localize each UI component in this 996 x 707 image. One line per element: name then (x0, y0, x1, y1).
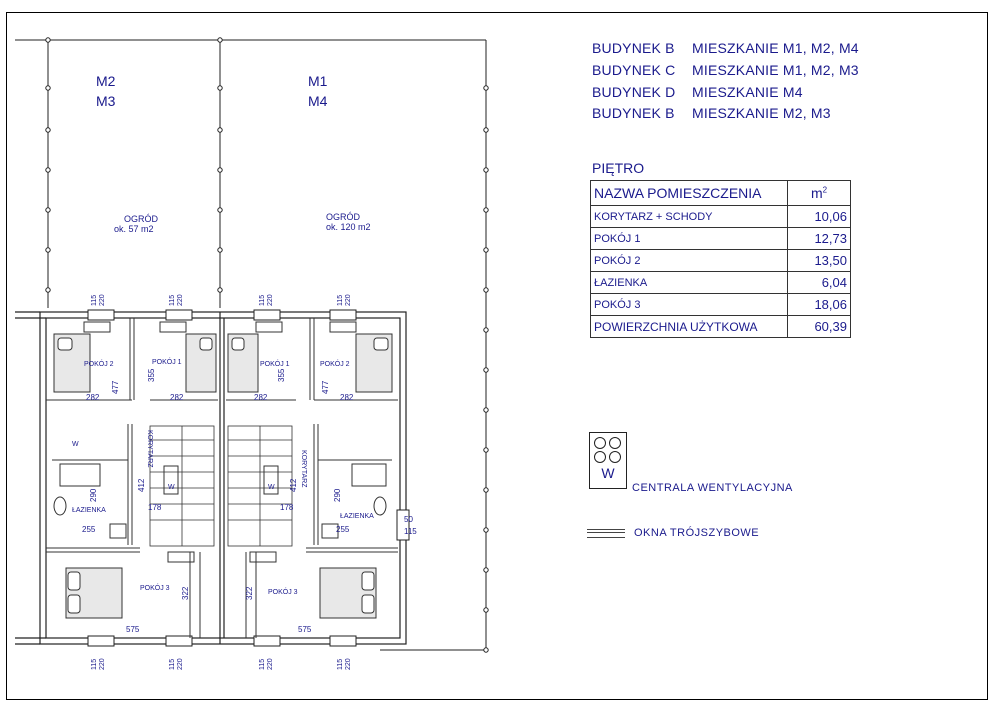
dimension-label: 178 (148, 503, 162, 512)
pillows (57, 337, 389, 614)
table-row: POKÓJ 3 18,06 (590, 293, 851, 316)
room-label: POKÓJ 1 (260, 359, 290, 368)
window-dim: 115 (337, 659, 344, 670)
fence-posts (45, 37, 489, 653)
drawing-frame (6, 12, 988, 700)
triple-window-icon (587, 529, 625, 538)
garden-area: ok. 120 m2 (326, 222, 371, 232)
window-dim: 220 (99, 294, 106, 306)
dimension-label: 282 (254, 393, 268, 402)
facade-windows (87, 309, 410, 647)
beds (53, 333, 393, 619)
floor-label: PIĘTRO (592, 160, 645, 176)
room-label: W (72, 441, 79, 448)
room-label: W (168, 484, 175, 491)
apartment-label: M4 (308, 93, 328, 109)
dimension-label: 322 (181, 586, 190, 600)
window-dim: 115 (169, 295, 176, 306)
vent-unit-icon: W (589, 432, 627, 489)
window-dim: 115 (337, 295, 344, 306)
window-dim: 220 (177, 658, 184, 670)
table-row: KORYTARZ + SCHODY 10,06 (590, 205, 851, 228)
dimension-label: 355 (147, 368, 156, 382)
window-legend-label: OKNA TRÓJSZYBOWE (634, 527, 760, 539)
window-dim: 115 (259, 659, 266, 670)
garden-area: ok. 57 m2 (114, 224, 154, 234)
room-label: POKÓJ 3 (140, 583, 170, 592)
room-label: POKÓJ 2 (84, 359, 114, 368)
apartment-label: M1 (308, 73, 328, 89)
apartment-label: M3 (96, 93, 116, 109)
header-name: NAZWA POMIESZCZENIA (590, 180, 788, 206)
dimension-label: 575 (126, 625, 140, 634)
apartment-label: M2 (96, 73, 116, 89)
window-dim: 220 (345, 658, 352, 670)
vent-units (163, 465, 279, 495)
dimension-label: 255 (82, 525, 96, 534)
garden-title: OGRÓD (124, 214, 159, 224)
window-dim: 115 (91, 295, 98, 306)
dimension-label: 477 (111, 380, 120, 394)
dimension-label: 355 (277, 368, 286, 382)
dimension-label: 290 (89, 488, 98, 502)
dimension-label: 282 (170, 393, 184, 402)
dimension-label: 282 (86, 393, 100, 402)
bathroom-fixtures (53, 463, 387, 539)
table-total-row: POWIERZCHNIA UŻYTKOWA 60,39 (590, 315, 851, 338)
table-row: POKÓJ 2 13,50 (590, 249, 851, 272)
room-label: KORYTARZ (146, 430, 153, 468)
window-dim: 115 (91, 659, 98, 670)
dimension-label: 115 (404, 527, 417, 536)
room-label: POKÓJ 1 (152, 357, 182, 366)
exterior-walls (15, 311, 407, 645)
dimension-label: 412 (137, 478, 146, 492)
room-label: KORYTARZ (300, 450, 307, 488)
window-dim: 220 (177, 294, 184, 306)
dimension-label: 412 (289, 478, 298, 492)
room-label: W (268, 484, 275, 491)
desks (83, 321, 357, 563)
vent-legend-label: CENTRALA WENTYLACYJNA (632, 482, 793, 494)
window-dim: 220 (267, 294, 274, 306)
dimension-label: 255 (336, 525, 350, 534)
header-unit: m2 (787, 180, 851, 206)
window-dim: 220 (99, 658, 106, 670)
table-row: POKÓJ 1 12,73 (590, 227, 851, 250)
table-header: NAZWA POMIESZCZENIA m2 (590, 180, 851, 206)
room-label: ŁAZIENKA (340, 513, 374, 520)
dimension-label: 178 (280, 503, 294, 512)
dimension-label: 477 (321, 380, 330, 394)
table-row: ŁAZIENKA 6,04 (590, 271, 851, 294)
room-label: POKÓJ 2 (320, 359, 350, 368)
window-dim: 220 (267, 658, 274, 670)
window-dim: 115 (259, 295, 266, 306)
window-dim: 220 (345, 294, 352, 306)
window-dim: 115 (169, 659, 176, 670)
dimension-label: 290 (333, 488, 342, 502)
garden-title: OGRÓD (326, 212, 361, 222)
interior-walls (46, 318, 398, 638)
room-label: POKÓJ 3 (268, 587, 298, 596)
dimension-label: 322 (245, 586, 254, 600)
dimension-label: 575 (298, 625, 312, 634)
dimension-label: 50 (404, 515, 413, 524)
dimension-label: 282 (340, 393, 354, 402)
room-label: ŁAZIENKA (72, 507, 106, 514)
staircase (149, 425, 293, 547)
area-table: NAZWA POMIESZCZENIA m2 KORYTARZ + SCHODY… (590, 180, 851, 338)
